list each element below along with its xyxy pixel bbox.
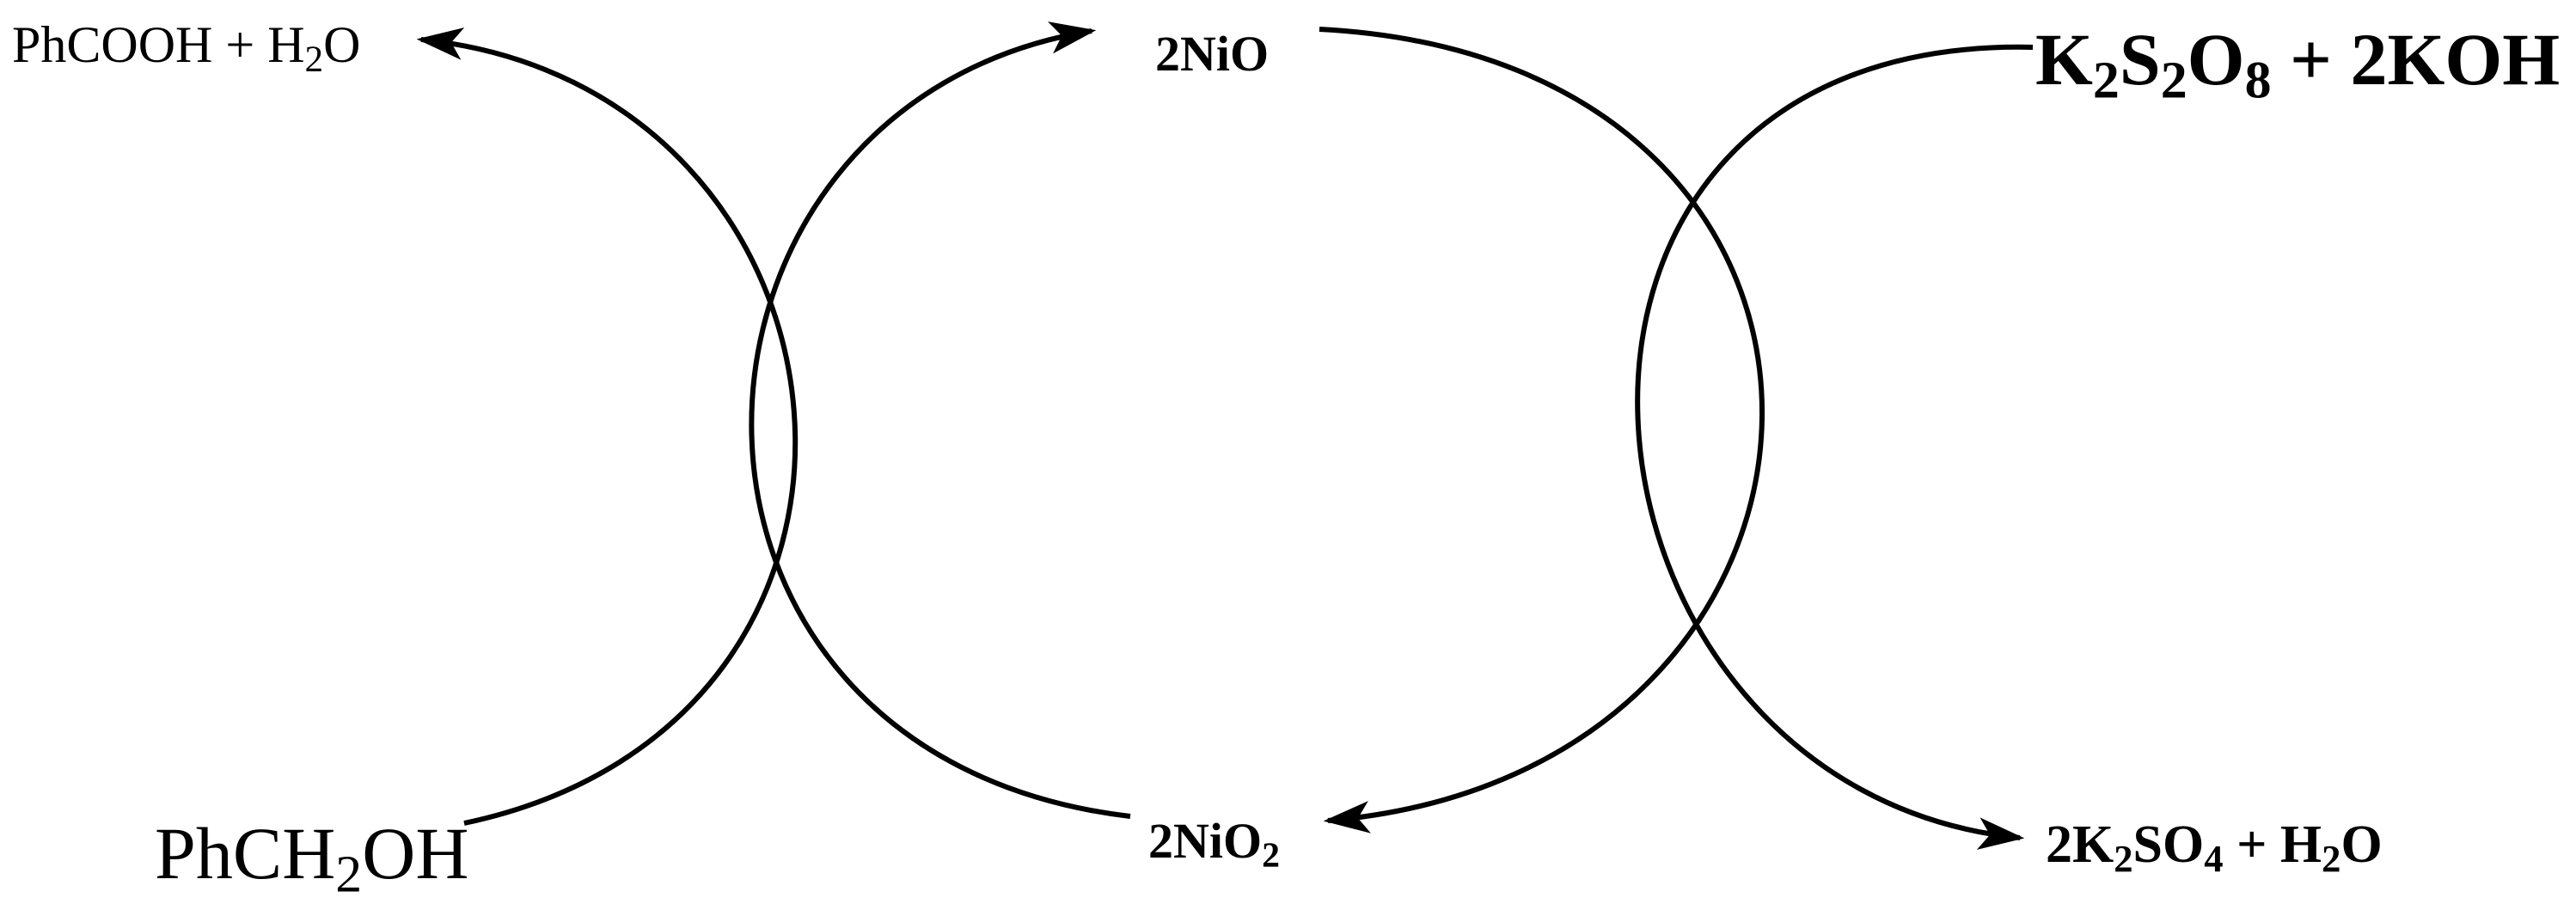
oxidant-persulfate-label: K2S2O8 + 2KOH [2035, 18, 2561, 110]
arc-nio-to-nio2 [1319, 27, 1765, 834]
arc-phch2oh-to-phcooh [416, 27, 798, 826]
reactant-benzyl-alcohol-label: PhCH2OH [155, 812, 469, 904]
arc-k2s2o8-to-k2so4 [1635, 44, 2034, 850]
nickel-dioxide-label: 2NiO2 [1148, 813, 1280, 876]
byproduct-sulfate-label: 2K2SO4 + H2O [2046, 815, 2383, 881]
nickel-oxide-label: 2NiO [1155, 26, 1270, 82]
product-benzoic-acid-label: PhCOOH + H2O [12, 16, 361, 80]
arc-nio2-to-nio [749, 21, 1131, 819]
